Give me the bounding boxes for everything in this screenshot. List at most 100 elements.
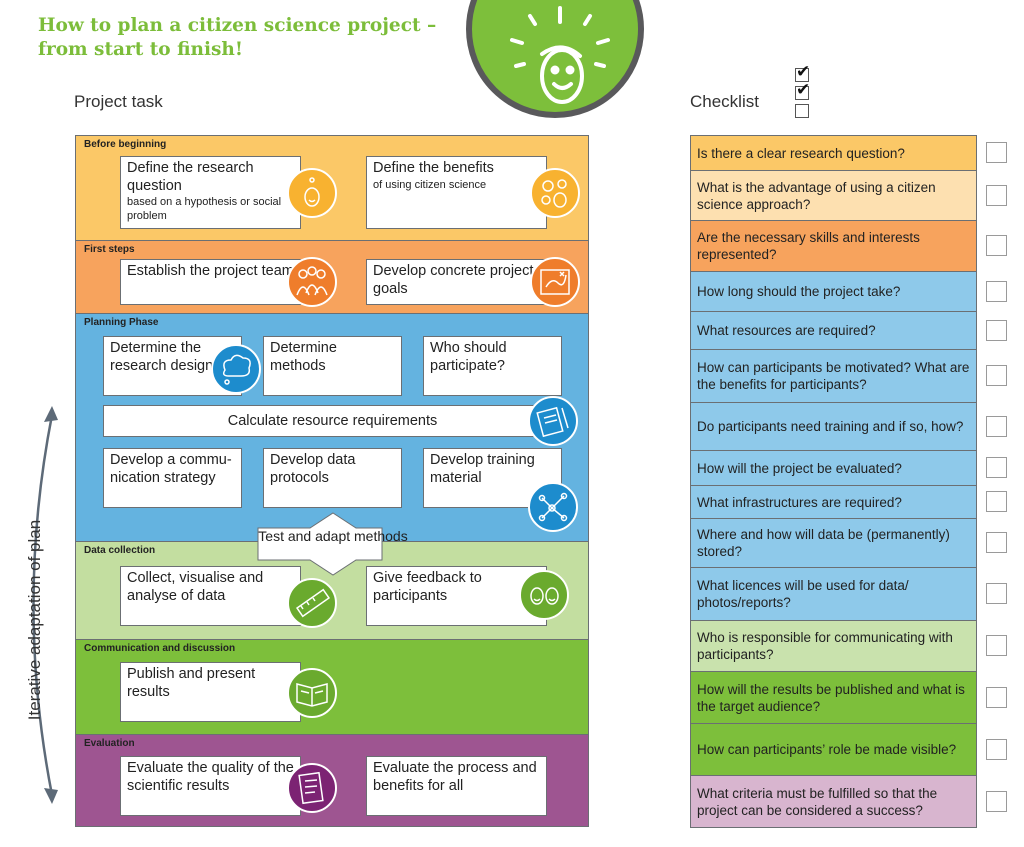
checklist-checkbox[interactable] [986,583,1007,604]
task-evaluate-process: Evaluate the process and benefits for al… [366,756,547,816]
task-establish-team: Establish the project team [120,259,301,305]
checklist-question: How will the results be published and wh… [697,681,965,714]
checklist-question: What criteria must be fulfilled so that … [697,785,938,818]
checklist-row: What criteria must be fulfilled so that … [690,775,977,828]
checklist-row: Are the necessary skills and interests r… [690,220,977,271]
section-evaluation: Evaluation Evaluate the quality of the s… [76,735,588,826]
task-evaluate-quality: Evaluate the quality of the scientific r… [120,756,301,816]
checklist-row: How will the results be published and wh… [690,671,977,723]
checklist-row: How can participants be motivated? What … [690,349,977,402]
checklist-row: What infrastructures are required? [690,485,977,518]
treasure-map-icon [530,257,580,307]
legend-checkbox-checked: ✔ [795,80,810,100]
checklist-question: What resources are required? [697,323,876,338]
checklist-row: How long should the project take? [690,271,977,311]
task-title: Define the benefits [373,160,494,176]
checklist-question: Who is responsible for communicating wit… [697,630,953,662]
checklist-checkbox[interactable] [986,791,1007,812]
task-communication-strategy: Develop a commu-nication strategy [103,448,242,508]
section-planning-phase: Planning Phase Determine the research de… [76,314,588,542]
checklist-checkbox[interactable] [986,635,1007,656]
checklist-row: What is the advantage of using a citizen… [690,170,977,220]
checklist-checkbox[interactable] [986,738,1007,760]
legend-checkbox-empty [795,104,809,118]
task-calculate-resources: Calculate resource requirements [103,405,562,437]
checklist-checkbox[interactable] [986,686,1007,708]
section-label: First steps [84,244,135,255]
ruler-icon [287,578,337,628]
project-task-heading: Project task [74,92,163,111]
section-label: Before beginning [84,139,167,150]
checklist-checkbox[interactable] [986,415,1007,437]
project-task-diagram: Before beginning Define the research que… [75,135,589,827]
checklist-row: Is there a clear research question? [690,135,977,170]
checklist-row: What resources are required? [690,311,977,349]
checklist-row: How will the project be evaluated? [690,450,977,485]
title-line-1: How to plan a citizen science project – [38,15,437,36]
page-title: How to plan a citizen science project – … [38,14,436,62]
checklist-question: Are the necessary skills and interests r… [697,230,920,262]
checklist-row: What licences will be used for data/ pho… [690,567,977,620]
report-sheet-icon [287,763,337,813]
task-publish-results: Publish and present results [120,662,301,722]
checklist-checkbox[interactable] [986,457,1007,478]
checklist-question: How long should the project take? [697,284,901,299]
checklist-checkbox[interactable] [986,319,1007,341]
checklist-question: What infrastructures are required? [697,494,902,510]
section-label: Evaluation [84,738,135,749]
gears-face-icon [530,168,580,218]
section-label: Data collection [84,545,156,556]
checklist-checkbox[interactable] [986,142,1007,163]
task-title: Define the research question [127,160,254,194]
checklist-question: How can participants’ role be made visib… [697,742,957,757]
task-give-feedback: Give feedback to participants [366,566,547,626]
checklist-question: How will the project be evaluated? [697,460,902,476]
checklist-question: Where and how will data be (permanently)… [697,527,950,559]
task-define-research-question: Define the research question based on a … [120,156,301,229]
task-who-participate: Who should participate? [423,336,562,396]
lightbulb-head-icon [466,0,644,118]
iterative-double-arrow-icon [32,406,58,804]
checkmark-icon: ✔ [796,80,811,99]
checklist-checkbox[interactable] [986,532,1007,553]
lightbulb-face-icon [287,168,337,218]
open-book-icon [287,668,337,718]
iterative-adaptation-label: Iterative adaptation of plan [25,519,44,721]
task-determine-methods: Determine methods [263,336,402,396]
task-collect-data: Collect, visualise and analyse of data [120,566,301,626]
checklist-question: Is there a clear research question? [697,145,905,161]
section-communication-discussion: Communication and discussion Publish and… [76,640,588,735]
checklist-heading: Checklist [690,92,759,111]
checklist-row: Where and how will data be (permanently)… [690,518,977,567]
notebook-pencil-icon [528,396,578,446]
checklist-question: What licences will be used for data/ pho… [697,578,909,610]
test-adapt-methods-label: Test and adapt methods [258,528,408,544]
legend-checkbox-checked: ✔ [795,62,810,82]
checkmark-icon: ✔ [796,62,811,81]
task-develop-goals: Develop concrete project goals [366,259,547,305]
checklist-checkbox[interactable] [986,491,1007,512]
section-before-beginning: Before beginning Define the research que… [76,136,588,241]
test-adapt-double-arrow [257,512,383,576]
checklist-checkbox[interactable] [986,184,1007,206]
checklist-question: Do participants need training and if so,… [697,419,964,434]
network-nodes-icon [528,482,578,532]
checklist-row: Do participants need training and if so,… [690,402,977,450]
task-define-benefits: Define the benefits of using citizen sci… [366,156,547,229]
people-group-icon [287,257,337,307]
checklist-row: How can participants’ role be made visib… [690,723,977,775]
checklist-checkbox[interactable] [986,365,1007,386]
task-subtitle: based on a hypothesis or social problem [127,196,282,222]
legend-checkboxes: ✔ ✔ [795,62,810,122]
thought-cloud-icon [211,344,261,394]
task-data-protocols: Develop data protocols [263,448,402,508]
title-line-2: from start to finish! [38,39,243,60]
checklist-row: Who is responsible for communicating wit… [690,620,977,671]
checklist-checkbox[interactable] [986,280,1007,302]
checklist-question: How can participants be motivated? What … [697,360,970,392]
section-label: Communication and discussion [84,643,236,654]
checklist-question: What is the advantage of using a citizen… [697,179,936,212]
checklist-checkbox[interactable] [986,235,1007,256]
faces-icon [519,570,569,620]
section-label: Planning Phase [84,317,159,328]
